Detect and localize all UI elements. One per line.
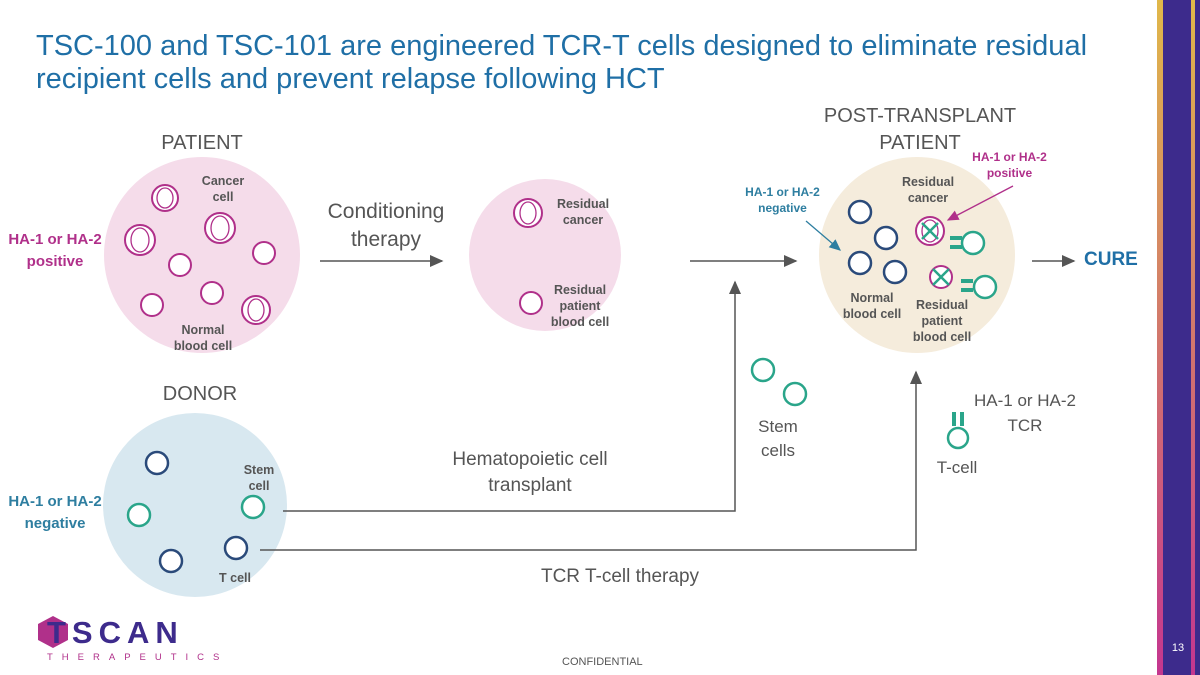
post-negative-callout-line2: negative	[758, 201, 807, 215]
t-cell	[158, 548, 184, 574]
cancer-cell	[204, 212, 236, 244]
post-positive-callout-line1: HA-1 or HA-2	[972, 150, 1047, 164]
cancer-cell	[241, 295, 271, 325]
post-transplant-heading-line2: PATIENT	[879, 132, 961, 154]
donor-negative-label: HA-1 or HA-2 negative	[0, 491, 110, 535]
tcr-line2: TCR	[1007, 416, 1043, 435]
residual-patient-line3: blood cell	[550, 315, 610, 329]
residual-circle	[469, 179, 621, 331]
post-residual-cancer-line1: Residual	[901, 175, 955, 189]
residual-patient-label: Residual patient blood cell	[540, 282, 620, 330]
cancer-cell-label-line2: cell	[212, 190, 234, 204]
post-transplant-heading-line1: POST-TRANSPLANT	[823, 105, 1017, 127]
normal-blood-cell	[252, 241, 276, 265]
tcr-line1: HA-1 or HA-2	[973, 391, 1077, 410]
cancer-cell-label-line1: Cancer	[201, 174, 245, 188]
tcr-label: HA-1 or HA-2 TCR	[960, 388, 1090, 438]
patient-heading: PATIENT	[161, 132, 243, 154]
donor-t-cell-label: T cell	[219, 571, 251, 585]
conditioning-line1: Conditioning	[327, 200, 445, 223]
page-title: TSC-100 and TSC-101 are engineered TCR-T…	[36, 30, 1088, 95]
tcr-t-cell	[950, 230, 986, 256]
post-residual-patient-line2: patient	[921, 314, 963, 328]
logo-subtitle: THERAPEUTICS	[47, 652, 229, 663]
t-cell	[223, 535, 249, 561]
normal-blood-cell	[847, 250, 873, 276]
normal-cell-label-line2: blood cell	[173, 339, 233, 353]
page-number: 13	[1171, 642, 1185, 654]
post-normal-line2: blood cell	[842, 307, 902, 321]
cancer-cell	[151, 184, 179, 212]
donor-heading: DONOR	[162, 383, 238, 405]
post-positive-callout-line2: positive	[986, 166, 1033, 180]
patient-positive-line2: positive	[26, 253, 84, 270]
residual-patient-line1: Residual	[553, 283, 607, 297]
cancer-cell	[124, 224, 156, 256]
logo-wordmark: TSCAN	[47, 615, 184, 650]
normal-blood-cell	[140, 293, 164, 317]
cancer-cell-label: Cancer cell	[188, 173, 258, 205]
donor-stem-cell-label: Stem cell	[224, 462, 294, 494]
donor-negative-line1: HA-1 or HA-2	[8, 493, 102, 510]
post-residual-patient-line1: Residual	[915, 298, 969, 312]
post-residual-cancer-label: Residual cancer	[893, 174, 963, 206]
residual-cancer-line2: cancer	[562, 213, 604, 227]
cure-label: CURE	[1084, 249, 1138, 270]
positive-callout-arrow	[946, 185, 1014, 221]
stem-cell	[240, 494, 266, 520]
residual-cancer-label: Residual cancer	[548, 196, 618, 228]
residual-cancer-line1: Residual	[556, 197, 610, 211]
post-normal-label: Normal blood cell	[832, 290, 912, 322]
normal-cell-label: Normal blood cell	[163, 322, 243, 354]
side-accent-stripe	[1157, 0, 1163, 675]
residual-patient-cell	[519, 291, 543, 315]
patient-positive-label: HA-1 or HA-2 positive	[0, 229, 110, 273]
stem-cell	[144, 450, 170, 476]
logo-hexagon-icon	[38, 616, 68, 648]
stem-cells-line2: cells	[760, 441, 795, 460]
patient-positive-line1: HA-1 or HA-2	[8, 231, 102, 248]
normal-blood-cell	[200, 281, 224, 305]
negative-callout-arrow	[805, 220, 841, 251]
hct-label: Hematopoietic cell transplant	[420, 447, 640, 499]
post-residual-patient-label: Residual patient blood cell	[902, 297, 982, 345]
normal-blood-cell	[847, 199, 873, 225]
post-negative-callout: HA-1 or HA-2 negative	[735, 184, 830, 216]
post-normal-line1: Normal	[850, 291, 894, 305]
post-positive-callout: HA-1 or HA-2 positive	[962, 149, 1057, 181]
conditioning-label: Conditioning therapy	[306, 198, 466, 254]
tcr-t-cell	[961, 274, 998, 300]
hct-line1: Hematopoietic cell	[452, 449, 608, 470]
post-negative-callout-line1: HA-1 or HA-2	[745, 185, 820, 199]
post-residual-cancer-line2: cancer	[907, 191, 949, 205]
residual-cancer-cell-targeted	[915, 216, 945, 246]
confidential-label: CONFIDENTIAL	[562, 656, 643, 668]
donor-stem-cell-line1: Stem	[243, 463, 275, 477]
stem-cell	[782, 381, 808, 407]
residual-cancer-cell	[513, 198, 543, 228]
tcr-therapy-path-arrow	[260, 370, 922, 551]
post-residual-patient-line3: blood cell	[912, 330, 972, 344]
stem-cells-line1: Stem	[758, 417, 798, 436]
donor-stem-cell-line2: cell	[248, 479, 270, 493]
donor-negative-line2: negative	[24, 515, 86, 532]
hct-line2: transplant	[488, 475, 572, 496]
residual-patient-line2: patient	[559, 299, 601, 313]
normal-cell-label-line1: Normal	[181, 323, 225, 337]
tcr-t-cell-icon	[946, 412, 970, 450]
tscan-logo: TSCAN THERAPEUTICS	[36, 612, 219, 663]
stem-cell	[126, 502, 152, 528]
hct-path-arrow	[283, 280, 741, 512]
normal-blood-cell	[873, 225, 899, 251]
residual-patient-cell-targeted	[929, 265, 953, 289]
normal-blood-cell	[168, 253, 192, 277]
t-cell-label: T-cell	[936, 458, 978, 477]
conditioning-line2: therapy	[350, 228, 422, 251]
stem-cells-label: Stem cells	[738, 415, 818, 463]
normal-blood-cell	[882, 259, 908, 285]
tcr-therapy-label: TCR T-cell therapy	[540, 566, 700, 587]
side-accent-stripe-right	[1191, 0, 1195, 675]
stem-cell	[750, 357, 776, 383]
